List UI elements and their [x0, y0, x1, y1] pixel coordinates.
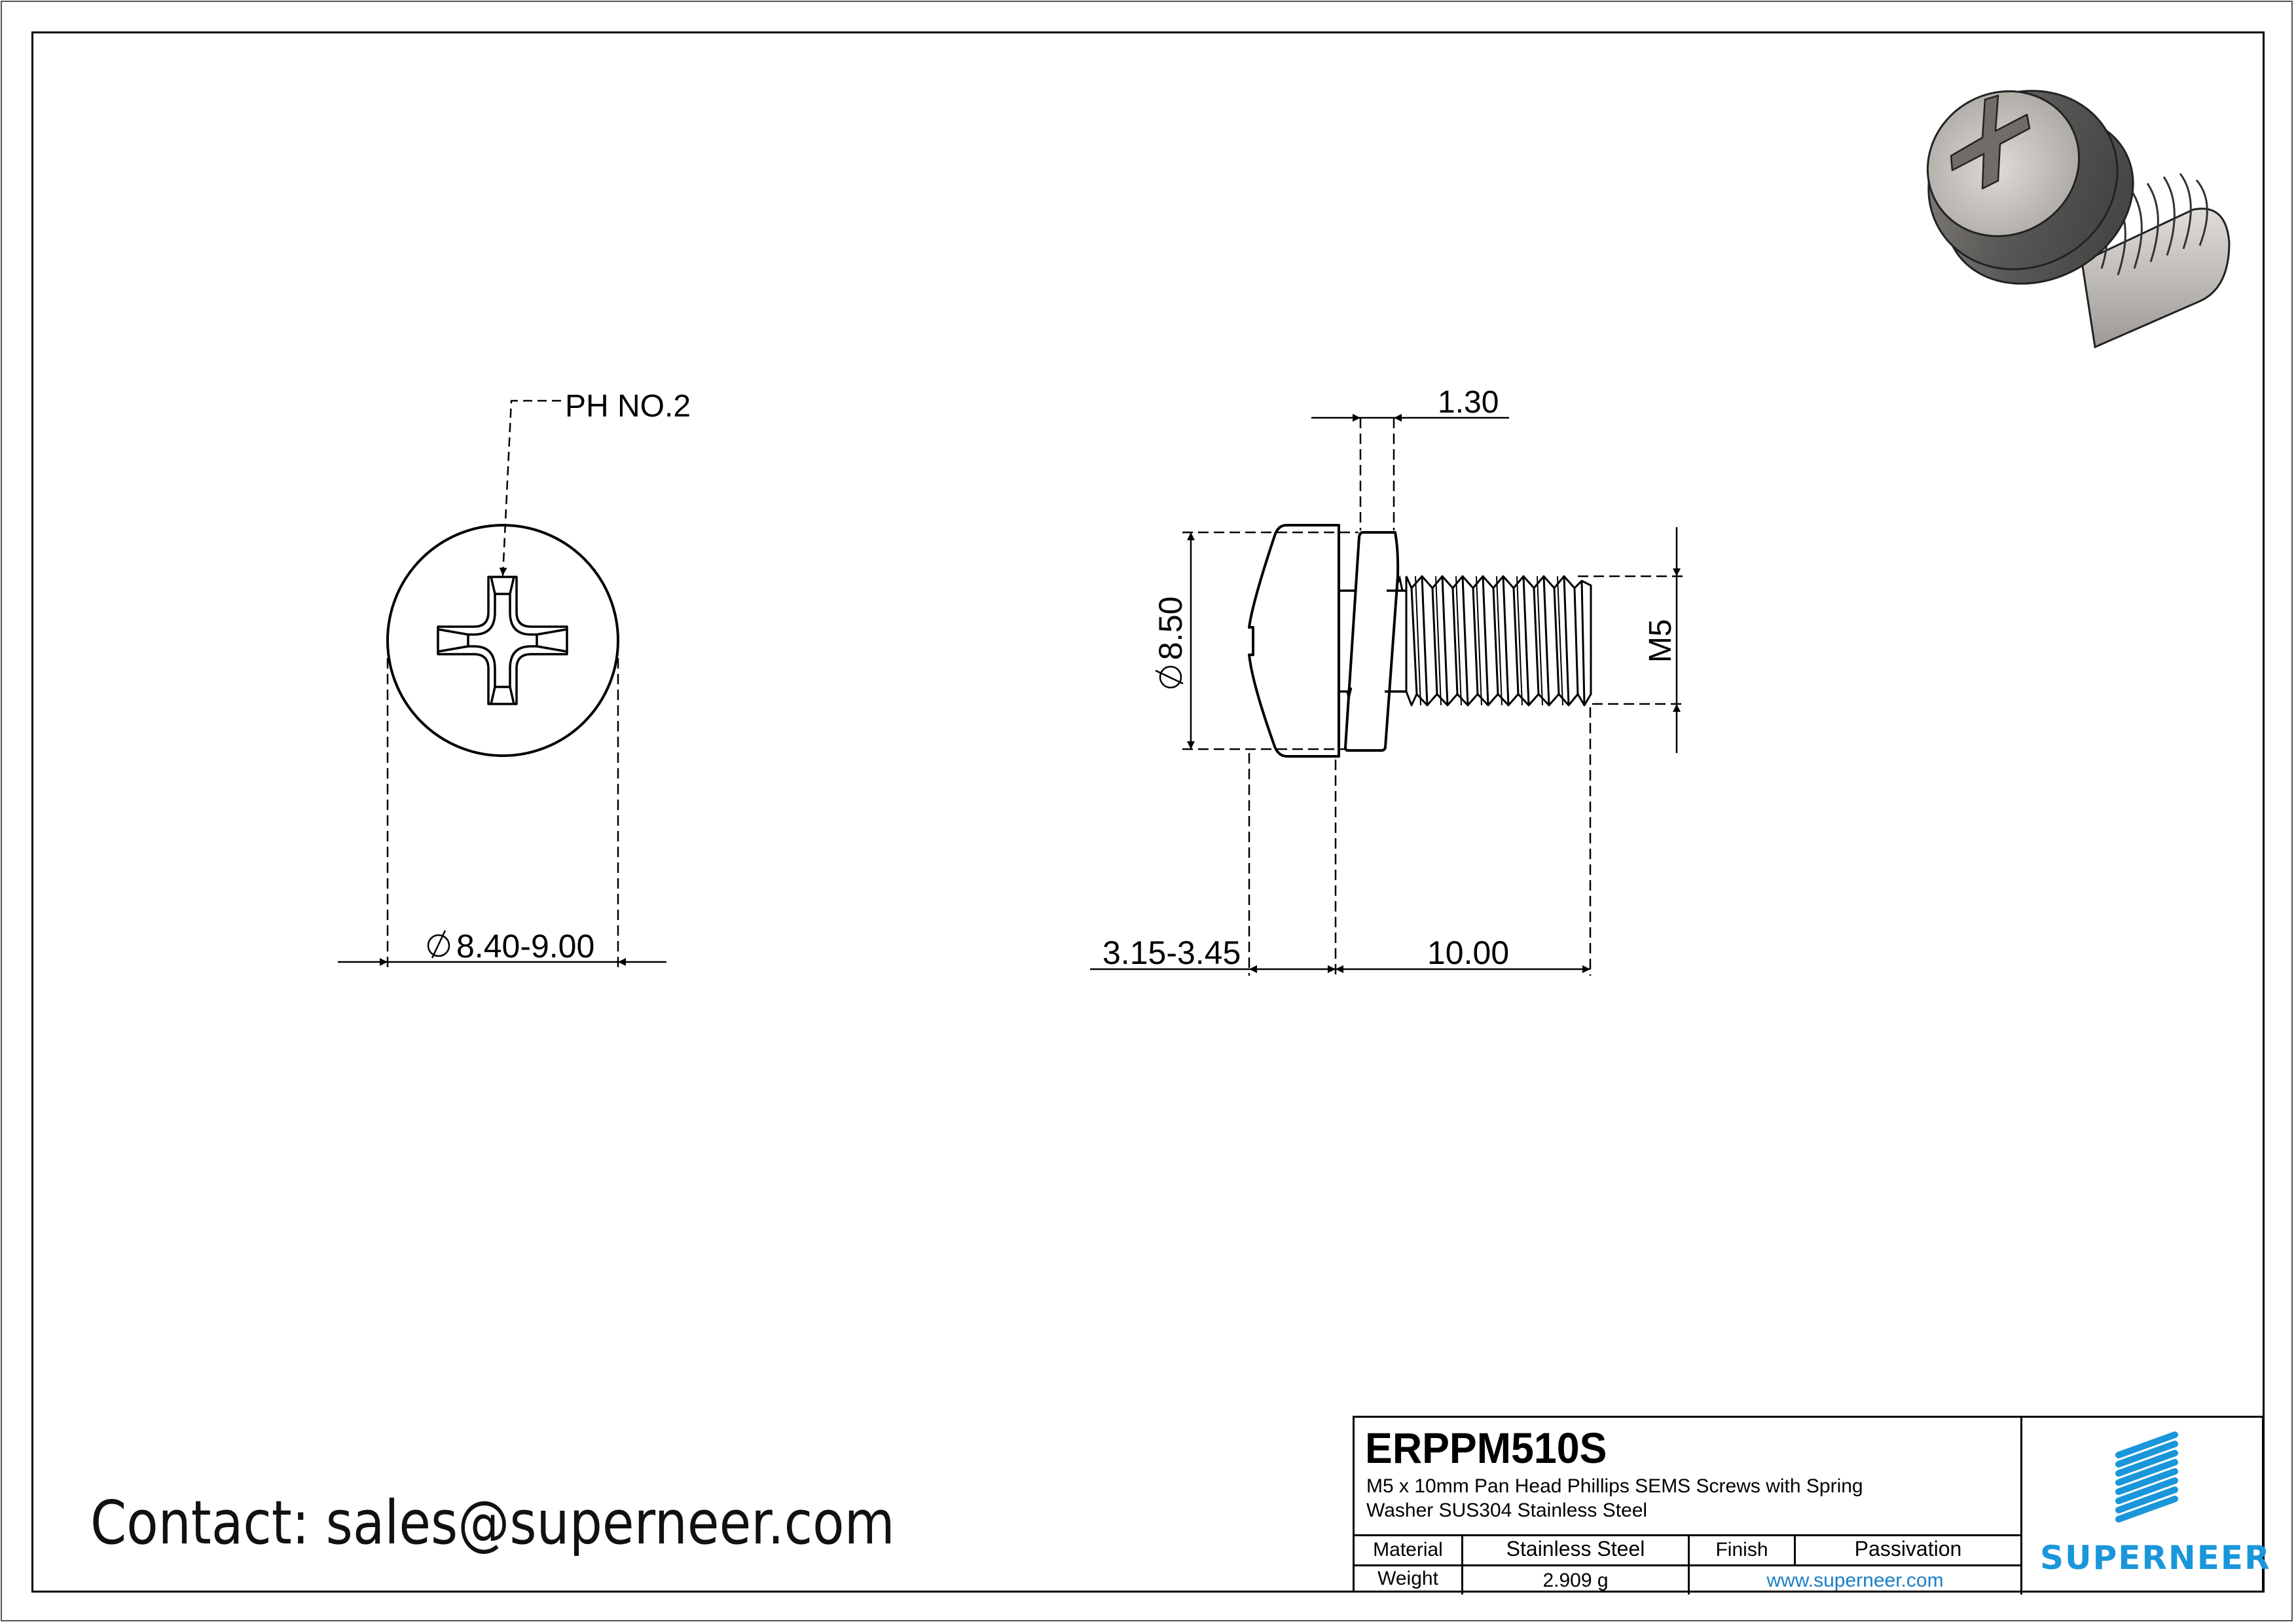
title-block-divider [1355, 1534, 2020, 1536]
title-block-divider [1461, 1534, 1463, 1595]
svg-text:8.50: 8.50 [1152, 597, 1189, 660]
head-diameter-dimension [338, 658, 666, 968]
pan-head-outline [1248, 524, 1340, 758]
finish-label: Finish [1715, 1539, 1768, 1560]
washer-diameter-label: 8.50 [1152, 597, 1189, 689]
part-number: ERPPM510S [1365, 1424, 1607, 1472]
spring-washer-outline [1344, 531, 1400, 752]
thread-profile [1405, 575, 1592, 707]
website-link[interactable]: www.superneer.com [1766, 1570, 1944, 1591]
head-height-label: 3.15-3.45 [1102, 934, 1241, 971]
material-value: Stainless Steel [1506, 1537, 1645, 1560]
washer-diameter-dimension [1182, 531, 1358, 750]
weight-label: Weight [1377, 1568, 1438, 1589]
iso-render [1926, 90, 2231, 349]
brand-wordmark: SUPERNEER [2040, 1539, 2271, 1577]
washer-thickness-label: 1.30 [1438, 385, 1499, 420]
diameter-symbol-icon [1159, 665, 1182, 689]
length-dimension [1336, 707, 1592, 976]
finish-value: Passivation [1854, 1537, 1962, 1560]
length-label: 10.00 [1427, 934, 1509, 971]
description-line-2: Washer SUS304 Stainless Steel [1366, 1500, 1648, 1521]
diameter-symbol-icon [427, 934, 450, 957]
drawing-frame [31, 31, 2265, 1593]
thread-size-dimension [1578, 527, 1686, 753]
head-height-dimension [1090, 753, 1337, 976]
contact-email[interactable]: Contact: sales@superneer.com [90, 1488, 895, 1558]
title-block-divider [2020, 1418, 2022, 1595]
drive-callout-label: PH NO.2 [565, 389, 691, 424]
superneer-logo-icon [2115, 1431, 2178, 1522]
iso-head-face [1926, 90, 2081, 238]
svg-text:8.40-9.00: 8.40-9.00 [456, 928, 594, 965]
iso-phillips-icon [1950, 94, 2031, 190]
washer-thickness-dimension [1311, 414, 1509, 530]
screw-head-outline [386, 524, 619, 757]
brand-logo: SUPERNEER [2020, 1416, 2271, 1593]
front-view: PH NO.2 8.40-9.00 [338, 389, 691, 968]
drive-callout-leader [499, 399, 561, 576]
description-line-1: M5 x 10mm Pan Head Phillips SEMS Screws … [1366, 1475, 1863, 1497]
head-diameter-label: 8.40-9.00 [427, 928, 594, 965]
material-label: Material [1373, 1539, 1443, 1560]
title-block: ERPPM510S M5 x 10mm Pan Head Phillips SE… [1353, 1416, 2264, 1595]
weight-value: 2.909 g [1542, 1570, 1609, 1591]
phillips-recess-icon [437, 576, 568, 705]
side-view: 1.30 8.50 M5 3.1 [1090, 385, 1686, 976]
part-description: M5 x 10mm Pan Head Phillips SEMS Screws … [1366, 1474, 1995, 1522]
title-block-divider [1688, 1534, 1690, 1595]
title-block-divider [1355, 1564, 2020, 1566]
title-block-divider [1794, 1534, 1796, 1564]
thread-size-label: M5 [1643, 619, 1678, 663]
